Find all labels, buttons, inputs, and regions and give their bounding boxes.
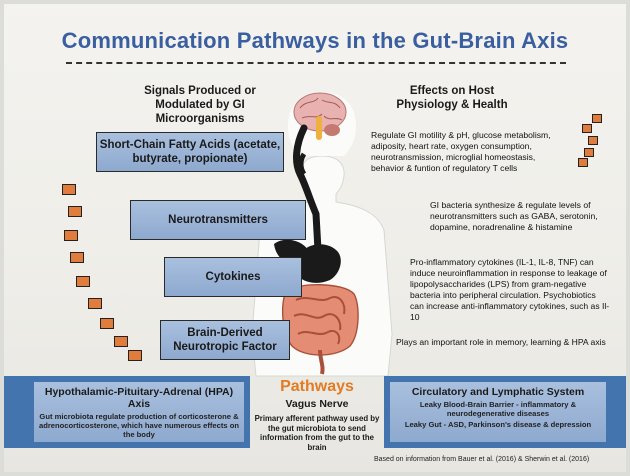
effect-neurotransmitters: GI bacteria synthesize & regulate levels… <box>430 200 598 232</box>
dash-left-1 <box>62 184 76 195</box>
circulatory-box: Circulatory and Lymphatic System Leaky B… <box>390 382 606 442</box>
effect-bdnf: Plays an important role in memory, learn… <box>396 337 606 347</box>
dash-right-2 <box>582 124 592 133</box>
signal-label-scfa: Short-Chain Fatty Acids (acetate, butyra… <box>99 139 281 165</box>
dash-left-2 <box>68 206 82 217</box>
dash-left-4 <box>70 252 84 263</box>
dash-left-7 <box>100 318 114 329</box>
source-citation: Based on information from Bauer et al. (… <box>374 456 590 463</box>
effect-cytokines: Pro-inflammatory cytokines (IL-1, IL-8, … <box>410 257 610 322</box>
dash-right-5 <box>578 158 588 167</box>
brain-icon <box>293 92 347 140</box>
signal-box-bdnf: Brain-Derived Neurotropic Factor <box>160 320 290 360</box>
dash-left-8 <box>114 336 128 347</box>
circulatory-desc-1: Leaky Blood-Brain Barrier - inflammatory… <box>419 400 577 418</box>
infographic-poster: Communication Pathways in the Gut-Brain … <box>4 4 626 472</box>
circulatory-title: Circulatory and Lymphatic System <box>411 386 585 398</box>
hpa-desc: Gut microbiota regulate production of co… <box>38 412 239 439</box>
page-title: Communication Pathways in the Gut-Brain … <box>61 28 569 53</box>
left-column-heading: Signals Produced or Modulated by GI Micr… <box>144 85 256 125</box>
dash-right-4 <box>584 148 594 157</box>
title-divider <box>66 62 566 64</box>
signal-label-cytokines: Cytokines <box>205 271 261 283</box>
signal-box-scfa: Short-Chain Fatty Acids (acetate, butyra… <box>96 132 284 172</box>
signal-box-neurotransmitters: Neurotransmitters <box>130 200 306 240</box>
signal-box-cytokines: Cytokines <box>164 257 302 297</box>
dash-right-3 <box>588 136 598 145</box>
effect-scfa: Regulate GI motility & pH, glucose metab… <box>371 130 551 173</box>
vagus-title: Vagus Nerve <box>285 398 349 410</box>
dash-left-3 <box>64 230 78 241</box>
vagus-desc: Primary afferent pathway used by the gut… <box>254 414 380 452</box>
circulatory-desc-2: Leaky Gut - ASD, Parkinson's disease & d… <box>404 420 592 429</box>
esophagus-icon <box>293 124 322 254</box>
hpa-box: Hypothalamic-Pituitary-Adrenal (HPA) Axi… <box>34 382 244 442</box>
vagus-box: Pathways Vagus Nerve Primary afferent pa… <box>250 376 384 456</box>
right-column-heading: Effects on Host Physiology & Health <box>396 85 508 111</box>
dash-left-5 <box>76 276 90 287</box>
signal-label-neurotransmitters: Neurotransmitters <box>168 214 268 226</box>
signal-label-bdnf: Brain-Derived Neurotropic Factor <box>173 327 277 353</box>
dash-left-6 <box>88 298 102 309</box>
dash-right-1 <box>592 114 602 123</box>
hpa-title: Hypothalamic-Pituitary-Adrenal (HPA) Axi… <box>44 386 234 410</box>
pathways-heading: Pathways <box>280 378 354 395</box>
dash-left-9 <box>128 350 142 361</box>
